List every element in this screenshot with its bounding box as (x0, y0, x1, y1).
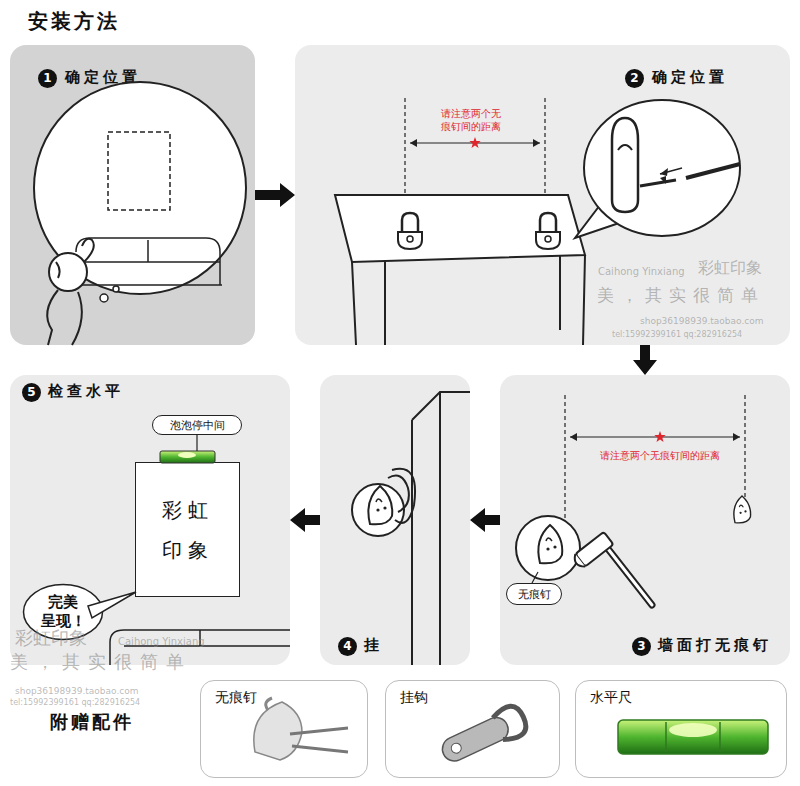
step-panel: 4挂 (320, 375, 470, 665)
page-title: 安装方法 (28, 8, 120, 35)
watermark: 美，其实很简单 (10, 650, 192, 674)
accessory-name: 挂钩 (400, 689, 428, 707)
picture-frame: 彩虹 印象 (135, 462, 240, 597)
watermark: 彩虹印象 (15, 626, 87, 650)
distance-note: 请注意两个无痕钉间的距离 (580, 449, 740, 462)
step-title: 确定位置 (65, 68, 141, 87)
flow-arrow (633, 345, 657, 375)
step-title: 墙面打无痕钉 (658, 636, 772, 655)
step-number: 3 (632, 637, 651, 656)
watermark: tel:15992399161 qq:282916254 (612, 330, 742, 339)
step-number: 2 (625, 69, 644, 88)
step-panel: 1 确定位置 (10, 45, 255, 345)
watermark: Caihong Yinxiang (598, 266, 685, 277)
flow-arrow (255, 183, 295, 207)
distance-note: 请注意两个无痕钉间的距离 (440, 107, 502, 133)
accessory-name: 水平尺 (590, 689, 632, 707)
frame-text: 彩虹 印象 (136, 463, 239, 596)
accessory-box: 挂钩 (385, 680, 560, 778)
accessory-name: 无痕钉 (215, 689, 257, 707)
flow-arrow (470, 508, 500, 532)
callout-bubble: 无痕钉 (506, 583, 562, 605)
step-title: 挂 (364, 636, 383, 655)
step-title: 确定位置 (652, 68, 728, 87)
step-title: 检查水平 (48, 382, 124, 401)
level-note: 泡泡停中间 (153, 416, 241, 434)
watermark: Caihong Yinxiang (118, 636, 205, 647)
watermark: shop36198939.taobao.com (15, 686, 139, 696)
step-number: 1 (38, 69, 57, 88)
accessory-box: 无痕钉 (200, 680, 368, 778)
watermark: tel:15992399161 qq:282916254 (10, 698, 140, 707)
accessories-heading: 附赠配件 (50, 710, 134, 734)
watermark: shop36198939.taobao.com (640, 316, 764, 326)
callout-bubble: 泡泡停中间 (152, 415, 242, 435)
watermark: 美，其实很简单 (597, 284, 765, 307)
step-number: 5 (22, 383, 41, 402)
part-label: 无痕钉 (507, 584, 561, 604)
accessory-box: 水平尺 (575, 680, 787, 778)
flow-arrow (290, 508, 320, 532)
step-panel: 3 墙面打无痕钉 请注意两个无痕钉间的距离无痕钉 (500, 375, 790, 665)
step-panel: 5检查水平泡泡停中间彩虹 印象完美 呈现！ (10, 375, 290, 665)
step-number: 4 (338, 637, 357, 656)
watermark: 彩虹印象 (698, 258, 762, 279)
